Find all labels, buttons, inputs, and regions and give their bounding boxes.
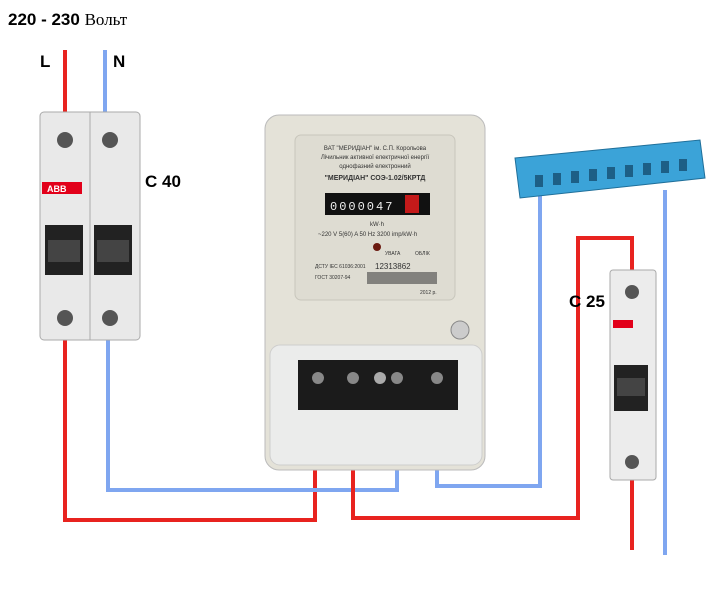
abb-logo: ABB xyxy=(47,184,67,194)
voltage-unit: Вольт xyxy=(84,10,128,29)
label-branch-breaker: C 25 xyxy=(569,292,605,311)
main-breaker: ABB xyxy=(39,111,141,341)
svg-text:"МЕРИДІАН" СОЭ-1.02/5КРТД: "МЕРИДІАН" СОЭ-1.02/5КРТД xyxy=(325,175,426,182)
svg-text:12313862: 12313862 xyxy=(375,262,411,271)
svg-text:ОБЛІК: ОБЛІК xyxy=(415,251,430,257)
label-neutral: N xyxy=(113,52,126,71)
branch-breaker xyxy=(609,269,657,481)
wire-line-meter-out xyxy=(351,236,634,520)
svg-text:ВАТ "МЕРИДІАН" ім. С.П. Король: ВАТ "МЕРИДІАН" ім. С.П. Корольова xyxy=(324,146,427,152)
svg-text:ДСТУ IEC 61036:2001: ДСТУ IEC 61036:2001 xyxy=(315,264,366,270)
svg-text:Лічильник активної електричної: Лічильник активної електричної енергії xyxy=(321,155,430,161)
neutral-bus-bar xyxy=(514,139,706,199)
svg-text:однофазний електронний: однофазний електронний xyxy=(339,163,410,170)
svg-text:~220 V 5(60) A 50 Hz 3200: ~220 V 5(60) A 50 Hz 3200 imp/kW·h xyxy=(318,232,417,238)
electric-meter: ВАТ "МЕРИДІАН" ім. С.П. Корольова Лічиль… xyxy=(264,114,486,471)
svg-text:kW·h: kW·h xyxy=(370,222,384,228)
svg-text:УВАГА: УВАГА xyxy=(385,251,401,257)
svg-text:2012 р.: 2012 р. xyxy=(420,290,437,296)
voltage-value: 220 - 230 xyxy=(8,10,80,29)
svg-text:ГОСТ 30207-94: ГОСТ 30207-94 xyxy=(315,275,351,281)
voltage-title: 220 - 230 Вольт xyxy=(8,10,127,30)
meter-reading: 0000047 xyxy=(330,200,394,214)
label-line: L xyxy=(40,52,51,71)
label-main-breaker: C 40 xyxy=(145,172,181,191)
